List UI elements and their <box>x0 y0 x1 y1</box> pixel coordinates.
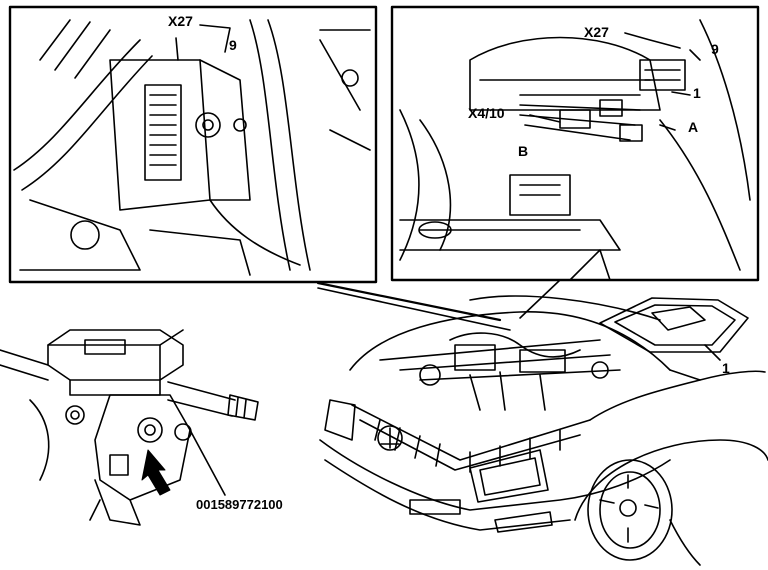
left-x27-label: X27 <box>168 13 193 29</box>
right-inset-panel <box>390 5 760 282</box>
engine-cover <box>599 297 749 361</box>
arrow-indicator <box>141 449 171 496</box>
right-9-label: 9 <box>711 41 719 57</box>
right-a-label: A <box>688 119 699 135</box>
switch-detail <box>0 329 259 526</box>
right-x27-label: X27 <box>584 24 609 40</box>
left-9-label: 9 <box>229 37 237 53</box>
left-inset-panel <box>8 5 378 284</box>
cover-callout-1: 1 <box>722 360 730 376</box>
part-number-label: 001589772100 <box>196 497 283 512</box>
car-front <box>319 295 768 566</box>
right-b-label: B <box>518 143 529 159</box>
right-x4-10-label: X4/10 <box>468 105 505 121</box>
right-1-label: 1 <box>693 85 701 101</box>
